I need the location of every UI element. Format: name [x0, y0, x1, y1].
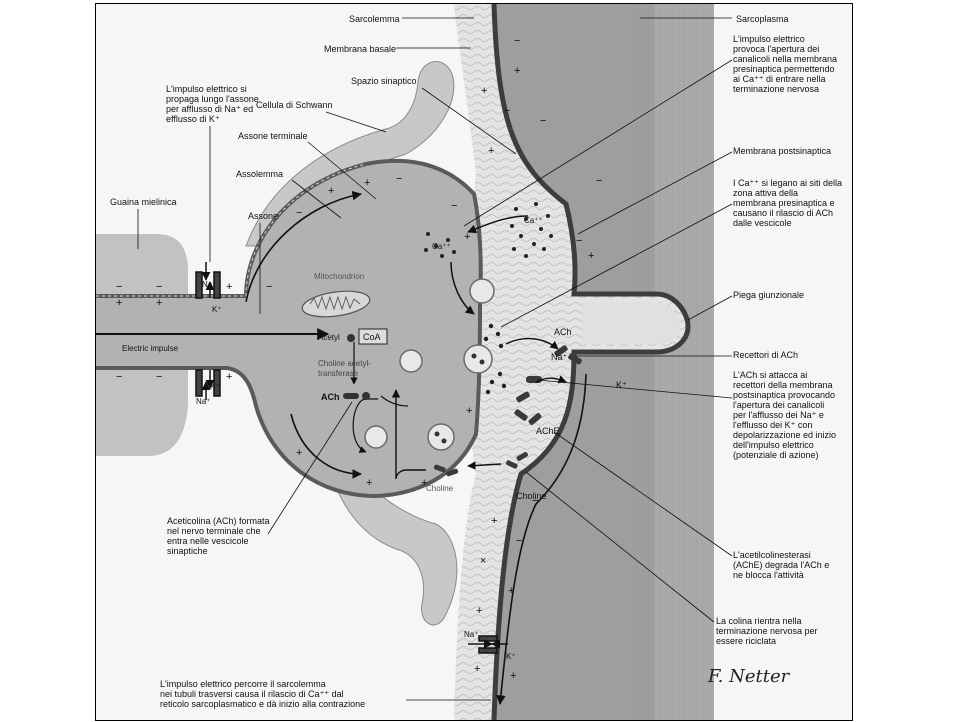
label-ach: ACh — [321, 392, 340, 402]
label-ach-attacca: L'ACh si attacca ai recettori della memb… — [733, 370, 836, 460]
svg-text:−: − — [596, 175, 602, 187]
label-aceticolina: Aceticolina (ACh) formata nel nervo term… — [167, 516, 270, 556]
artist-signature: F. Netter — [708, 666, 789, 687]
label-piega-giunzionale: Piega giunzionale — [733, 290, 804, 300]
svg-text:−: − — [451, 200, 457, 212]
label-spazio-sinaptico: Spazio sinaptico — [351, 76, 417, 86]
svg-text:−: − — [296, 207, 302, 219]
label-ca-siti: I Ca⁺⁺ si legano ai siti della zona atti… — [733, 178, 842, 228]
label-ach-receptor: ACh — [554, 327, 572, 337]
label-choline-acetyltransferase: Choline acetyl- transferase — [318, 359, 371, 379]
label-impulso-canalicoli: L'impulso elettrico provoca l'apertura d… — [733, 34, 837, 94]
label-assolemma: Assolemma — [236, 169, 283, 179]
svg-text:−: − — [576, 235, 582, 247]
label-na-receptor: Na⁺ — [551, 352, 567, 362]
label-assone: Assone — [248, 211, 278, 221]
svg-text:−: − — [504, 105, 510, 117]
label-ache-inner: AChE — [536, 426, 560, 436]
label-recettori-ach: Recettori di ACh — [733, 350, 798, 360]
svg-text:+: + — [364, 177, 370, 189]
label-membrana-postsinaptica: Membrana postsinaptica — [733, 146, 831, 156]
label-sarcoplasma: Sarcoplasma — [736, 14, 789, 24]
svg-text:−: − — [116, 371, 122, 383]
svg-text:+: + — [296, 447, 302, 459]
svg-text:−: − — [540, 115, 546, 127]
label-guaina-mielinica: Guaina mielinica — [110, 197, 177, 207]
label-sarcolemma-impulso: L'impulso elettrico percorre il sarcolem… — [160, 679, 365, 709]
label-k-axon-bottom: K⁺ — [210, 382, 220, 392]
label-choline-cleft: Choline — [516, 491, 547, 501]
svg-text:+: + — [588, 250, 594, 262]
svg-text:−: − — [266, 281, 272, 293]
label-na-sarco: Na⁺ — [464, 630, 478, 640]
svg-text:+: + — [510, 670, 516, 682]
svg-text:+: + — [328, 185, 334, 197]
svg-text:+: + — [366, 477, 372, 489]
svg-text:−: − — [116, 281, 122, 293]
svg-text:+: + — [481, 85, 487, 97]
label-membrana-basale: Membrana basale — [324, 44, 396, 54]
svg-text:+: + — [226, 281, 232, 293]
svg-text:−: − — [156, 281, 162, 293]
label-coa: CoA — [363, 332, 381, 342]
svg-text:−: − — [514, 35, 520, 47]
svg-text:+: + — [466, 405, 472, 417]
svg-text:+: + — [491, 515, 497, 527]
svg-text:+: + — [514, 65, 520, 77]
svg-text:+: + — [474, 663, 480, 675]
label-na-axon-bottom: Na⁺ — [196, 397, 210, 407]
figure-frame: −−+− −−+ ++ −++− −++ +++ ++− −+− −+− −−+… — [95, 3, 853, 721]
svg-text:+: + — [464, 231, 470, 243]
ach-molecule — [343, 393, 359, 399]
label-na-axon-top: Na⁺ — [202, 280, 216, 290]
label-electric-impulse: Electric impulse — [122, 344, 178, 354]
label-assone-terminale: Assone terminale — [238, 131, 308, 141]
label-sarcolemma: Sarcolemma — [349, 14, 400, 24]
junctional-fold — [582, 302, 680, 344]
svg-text:−: − — [516, 535, 522, 547]
svg-text:×: × — [480, 555, 486, 567]
svg-text:−: − — [396, 173, 402, 185]
svg-text:+: + — [116, 297, 122, 309]
label-cellula-schwann: Cellula di Schwann — [256, 100, 333, 110]
label-ca-terminal: Ca⁺⁺ — [432, 242, 451, 252]
acetyl-dot — [347, 334, 355, 342]
label-choline: Choline — [426, 484, 453, 494]
svg-text:+: + — [156, 297, 162, 309]
label-k-axon-top: K⁺ — [212, 305, 222, 315]
label-k-receptor: K⁺ — [616, 380, 627, 390]
label-ca-cleft: Ca⁺⁺ — [524, 216, 543, 226]
label-k-sarco: K⁺ — [506, 652, 516, 662]
label-impulso-assone: L'impulso elettrico si propaga lungo l'a… — [166, 84, 259, 124]
label-colina-rientra: La colina rientra nella terminazione ner… — [716, 616, 818, 646]
svg-text:+: + — [476, 605, 482, 617]
svg-text:+: + — [508, 585, 514, 597]
svg-text:+: + — [226, 371, 232, 383]
label-mitochondrion: Mitochondrion — [314, 272, 364, 282]
svg-text:−: − — [156, 371, 162, 383]
label-ache: L'acetilcolinesterasi (AChE) degrada l'A… — [733, 550, 829, 580]
label-acetyl: Acetyl — [318, 333, 340, 343]
svg-text:+: + — [488, 145, 494, 157]
